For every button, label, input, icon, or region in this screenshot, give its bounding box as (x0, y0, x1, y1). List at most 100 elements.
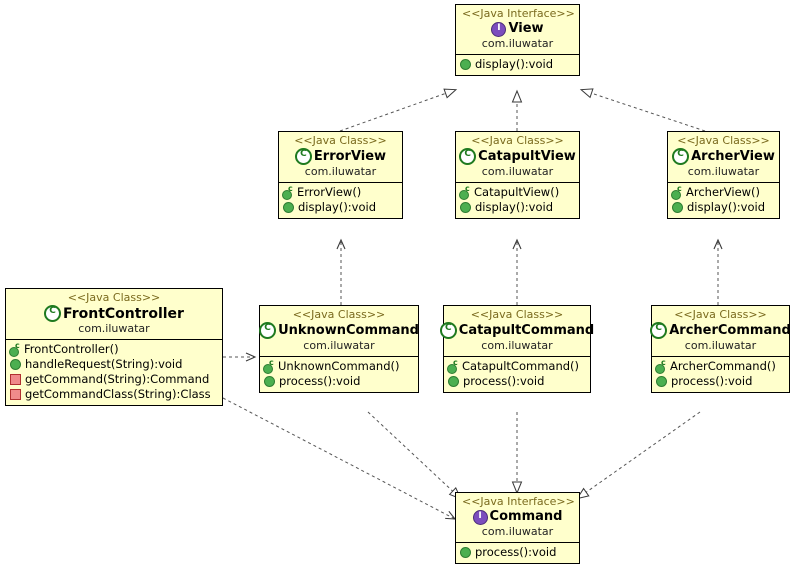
member-row[interactable]: c ErrorView() (282, 185, 400, 200)
member-label: CatapultView() (474, 185, 560, 199)
node-archercommand[interactable]: <<Java Class>> C ArcherCommand com.iluwa… (650, 305, 791, 393)
node-catapultview-stereotype: <<Java Class>> (471, 134, 564, 147)
node-frontcontroller-stereotype: <<Java Class>> (67, 291, 161, 304)
member-label: display():void (475, 200, 554, 214)
node-archerview-stereotype: <<Java Class>> (677, 134, 770, 147)
member-label: ArcherCommand() (670, 359, 776, 373)
member-row[interactable]: display():void (671, 200, 777, 215)
node-unknowncommand-stereotype: <<Java Class>> (292, 308, 386, 321)
node-view-header: <<Java Interface>> I View com.iluwatar (456, 5, 579, 55)
node-catapultview-title-row: C CatapultView (459, 148, 576, 165)
constructor-icon: c (282, 185, 294, 200)
node-archercommand-header: <<Java Class>> C ArcherCommand com.iluwa… (650, 306, 791, 357)
edge-frontcontroller-depends-command (222, 397, 457, 520)
class-icon: C (459, 148, 477, 165)
node-archerview-header: <<Java Class>> C ArcherView com.iluwatar (668, 132, 779, 183)
member-label: display():void (687, 200, 766, 214)
member-row[interactable]: display():void (459, 200, 577, 215)
member-row[interactable]: process():void (459, 545, 577, 560)
member-label: FrontController() (24, 342, 119, 356)
node-command-header: <<Java Interface>> I Command com.iluwata… (456, 493, 579, 543)
member-row[interactable]: display():void (459, 57, 577, 72)
member-row[interactable]: c CatapultView() (459, 185, 577, 200)
member-row[interactable]: getCommand(String):Command (9, 372, 220, 387)
node-view-members: display():void (456, 55, 579, 75)
public-member-icon (10, 359, 21, 370)
node-command[interactable]: <<Java Interface>> I Command com.iluwata… (455, 492, 580, 564)
class-icon: C (44, 305, 62, 322)
member-row[interactable]: c CatapultCommand() (447, 359, 588, 374)
node-command-stereotype: <<Java Interface>> (462, 495, 575, 508)
private-member-icon (10, 389, 21, 400)
node-view[interactable]: <<Java Interface>> I View com.iluwatar d… (455, 4, 580, 76)
node-view-package: com.iluwatar (481, 37, 554, 50)
node-archerview[interactable]: <<Java Class>> C ArcherView com.iluwatar… (667, 131, 780, 219)
node-catapultview-header: <<Java Class>> C CatapultView com.iluwat… (456, 132, 579, 183)
class-icon: C (259, 322, 277, 339)
edge-errorview-realizes-view (339, 88, 458, 132)
node-catapultview-members: c CatapultView() display():void (456, 183, 579, 218)
member-label: handleRequest(String):void (25, 357, 183, 371)
member-row[interactable]: process():void (447, 374, 588, 389)
constructor-icon: c (263, 359, 275, 374)
node-frontcontroller-name: FrontController (63, 305, 184, 322)
edge-unknowncommand-realizes-command (367, 411, 462, 500)
member-label: process():void (475, 545, 557, 559)
member-row[interactable]: process():void (655, 374, 787, 389)
constructor-icon: c (655, 359, 667, 374)
node-errorview-header: <<Java Class>> C ErrorView com.iluwatar (279, 132, 402, 183)
node-unknowncommand-name: UnknownCommand (278, 322, 419, 338)
member-label: display():void (298, 200, 377, 214)
node-archercommand-title-row: C ArcherCommand (650, 322, 791, 339)
node-catapultcommand[interactable]: <<Java Class>> C CatapultCommand com.ilu… (439, 305, 594, 393)
member-row[interactable]: c ArcherView() (671, 185, 777, 200)
node-catapultcommand-name: CatapultCommand (458, 322, 595, 338)
member-label: process():void (463, 374, 545, 388)
node-archercommand-package: com.iluwatar (684, 339, 757, 352)
member-row[interactable]: display():void (282, 200, 400, 215)
node-command-title-row: I Command (462, 509, 573, 525)
node-view-title-row: I View (462, 21, 573, 37)
node-errorview[interactable]: <<Java Class>> C ErrorView com.iluwatar … (278, 131, 403, 219)
member-label: process():void (279, 374, 361, 388)
member-label: getCommandClass(String):Class (25, 387, 211, 401)
member-row[interactable]: c ArcherCommand() (655, 359, 787, 374)
member-label: getCommand(String):Command (25, 372, 210, 386)
class-icon: C (672, 148, 690, 165)
member-row[interactable]: c FrontController() (9, 342, 220, 357)
node-unknowncommand-members: c UnknownCommand() process():void (260, 357, 418, 392)
member-label: UnknownCommand() (278, 359, 400, 373)
edge-archerview-realizes-view (579, 88, 706, 132)
node-view-name: View (508, 21, 544, 36)
node-unknowncommand[interactable]: <<Java Class>> C UnknownCommand com.iluw… (259, 305, 419, 393)
node-archerview-members: c ArcherView() display():void (668, 183, 779, 218)
edge-archercommand-realizes-command (576, 411, 701, 500)
class-icon: C (650, 322, 668, 339)
node-frontcontroller[interactable]: <<Java Class>> C FrontController com.ilu… (5, 288, 223, 406)
member-label: CatapultCommand() (462, 359, 580, 373)
member-row[interactable]: c UnknownCommand() (263, 359, 416, 374)
node-errorview-title-row: C ErrorView (285, 148, 396, 165)
node-command-package: com.iluwatar (481, 525, 554, 538)
node-frontcontroller-package: com.iluwatar (78, 322, 150, 335)
member-row[interactable]: getCommandClass(String):Class (9, 387, 220, 402)
node-catapultview-package: com.iluwatar (481, 165, 554, 178)
public-member-icon (448, 376, 459, 387)
node-frontcontroller-title-row: C FrontController (12, 305, 216, 322)
node-errorview-members: c ErrorView() display():void (279, 183, 402, 218)
member-row[interactable]: handleRequest(String):void (9, 357, 220, 372)
node-catapultcommand-stereotype: <<Java Class>> (470, 308, 564, 321)
node-catapultview[interactable]: <<Java Class>> C CatapultView com.iluwat… (455, 131, 580, 219)
class-icon: C (294, 148, 312, 165)
node-command-members: process():void (456, 543, 579, 563)
node-archerview-title-row: C ArcherView (672, 148, 775, 165)
member-row[interactable]: process():void (263, 374, 416, 389)
node-frontcontroller-members: c FrontController() handleRequest(String… (6, 340, 222, 405)
constructor-icon: c (671, 185, 683, 200)
public-member-icon (656, 376, 667, 387)
member-label: ArcherView() (686, 185, 761, 199)
node-catapultcommand-header: <<Java Class>> C CatapultCommand com.ilu… (439, 306, 594, 357)
private-member-icon (10, 374, 21, 385)
member-label: display():void (475, 57, 554, 71)
